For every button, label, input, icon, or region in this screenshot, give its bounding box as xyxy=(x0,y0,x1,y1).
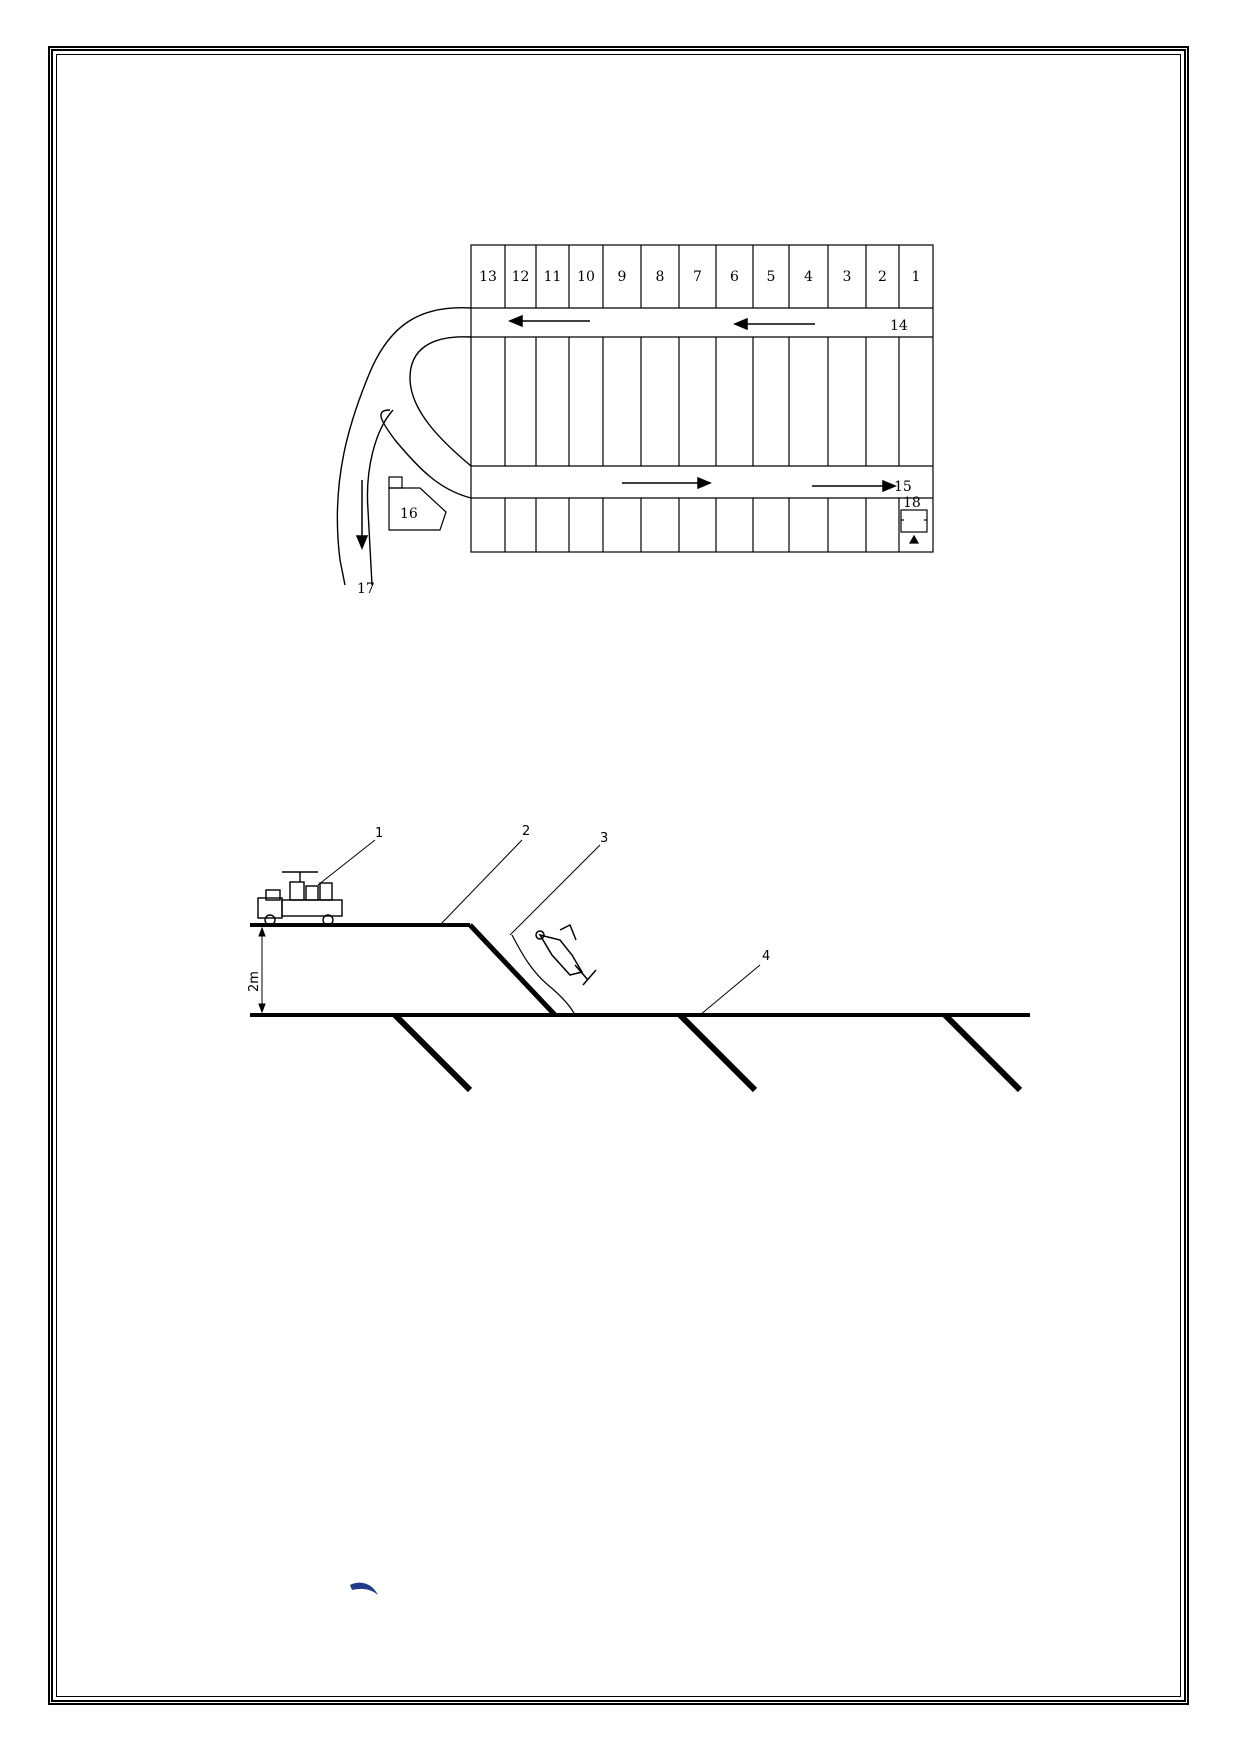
callout-3: 3 xyxy=(600,831,608,846)
site-label-16: 16 xyxy=(400,506,418,522)
plot-label: 1 xyxy=(912,269,921,285)
plot-grid xyxy=(470,244,934,553)
height-label: 2m xyxy=(247,971,262,992)
plot-label: 10 xyxy=(577,269,595,285)
slope xyxy=(468,923,557,1017)
plot-label: 4 xyxy=(804,269,813,285)
swoosh-icon xyxy=(350,1582,378,1595)
callout-leaders xyxy=(317,839,761,1016)
height-dimension xyxy=(258,926,266,1014)
plot-label: 7 xyxy=(693,269,702,285)
page-border xyxy=(48,46,1189,1705)
exit-label-17: 17 xyxy=(357,581,375,597)
box-label-18: 18 xyxy=(903,495,921,511)
diagonal-piles xyxy=(392,1012,1023,1093)
excavator-icon xyxy=(535,923,597,986)
plot-labels: 13 12 11 10 9 8 7 6 5 4 3 2 1 xyxy=(479,269,920,285)
excavation-face xyxy=(511,934,576,1016)
callout-1: 1 xyxy=(375,826,383,841)
plot-label: 5 xyxy=(767,269,776,285)
plot-label: 6 xyxy=(730,269,739,285)
callout-2: 2 xyxy=(522,824,530,839)
plot-label: 9 xyxy=(618,269,627,285)
access-road xyxy=(336,307,472,586)
plot-label: 8 xyxy=(656,269,665,285)
road-label-15: 15 xyxy=(894,479,912,495)
road-label-14: 14 xyxy=(890,318,908,334)
site-16-building xyxy=(388,476,447,531)
plot-label: 12 xyxy=(512,269,530,285)
callout-4: 4 xyxy=(762,949,770,964)
plot-label: 3 xyxy=(843,269,852,285)
traffic-arrows xyxy=(355,314,897,550)
plot-label: 2 xyxy=(878,269,887,285)
plot-label: 11 xyxy=(544,269,562,285)
plot-label: 13 xyxy=(479,269,497,285)
box-18 xyxy=(900,509,928,544)
truck-icon xyxy=(257,871,343,926)
